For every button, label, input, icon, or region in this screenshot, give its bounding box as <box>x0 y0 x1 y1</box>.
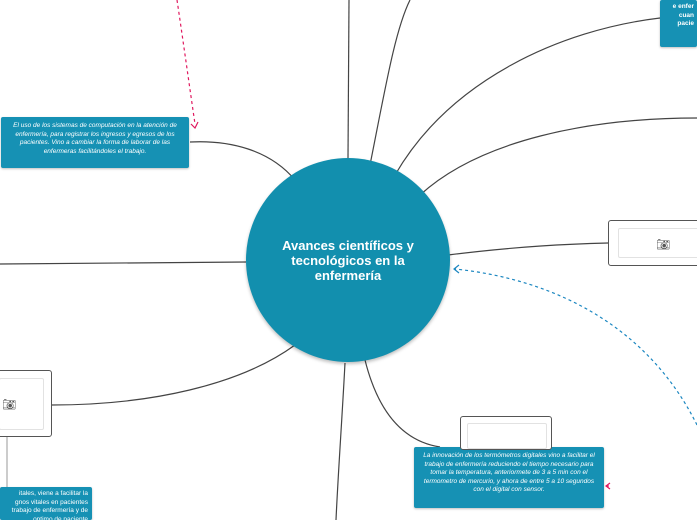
note-signos-vitales[interactable]: itales, viene a facilitar la gnos vitale… <box>0 487 92 520</box>
central-topic-title: Avances científicos y tecnológicos en la… <box>282 237 414 283</box>
image-card-right[interactable]: 📷︎ <box>608 220 697 266</box>
note-termometros[interactable]: La innovación de los termómetros digital… <box>414 447 604 508</box>
camera-icon: 📷︎ <box>656 238 670 251</box>
camera-icon: 📷︎ <box>2 398 16 411</box>
image-card-bottom[interactable] <box>460 416 552 450</box>
note-computacion[interactable]: El uso de los sistemas de computación en… <box>1 117 189 168</box>
note-signos-vitales-text: itales, viene a facilitar la gnos vitale… <box>11 490 88 520</box>
image-card-left[interactable]: 📷︎ <box>0 370 52 437</box>
central-topic[interactable]: Avances científicos y tecnológicos en la… <box>246 158 450 362</box>
note-computacion-text: El uso de los sistemas de computación en… <box>13 122 177 155</box>
note-top-right-text: e enfer cuan pacie <box>672 3 694 27</box>
note-top-right[interactable]: e enfer cuan pacie <box>660 0 697 47</box>
note-termometros-text: La innovación de los termómetros digital… <box>423 452 595 493</box>
